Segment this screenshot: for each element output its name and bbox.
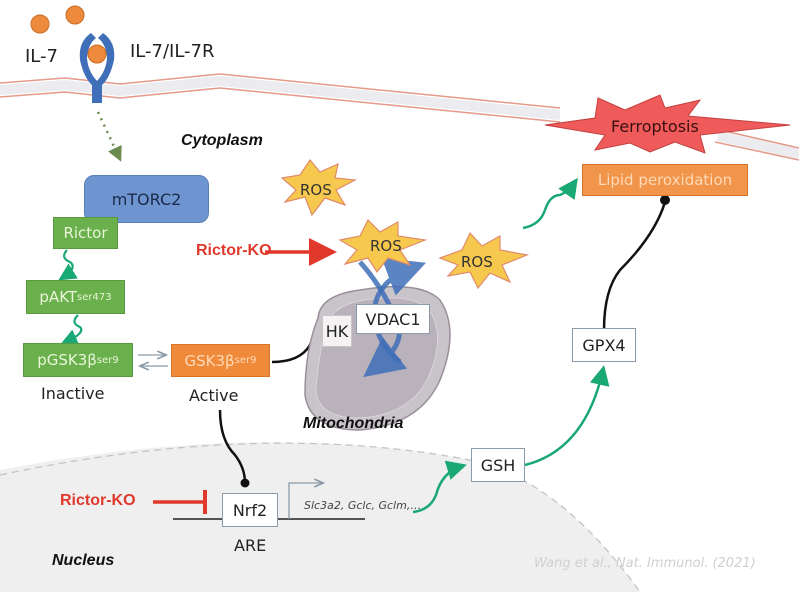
il7-label: IL-7 — [25, 46, 58, 67]
ros-label-1: ROS — [300, 181, 332, 199]
activation-arrow — [412, 460, 467, 514]
nrf2-node: Nrf2 — [222, 493, 278, 527]
transcription-arrow — [288, 483, 322, 519]
rictor-ko-label-2: Rictor-KO — [60, 492, 136, 509]
citation: Wang et al., Nat. Immunol. (2021) — [534, 556, 756, 571]
activation-arrow — [59, 314, 83, 346]
mitochondria-label: Mitochondria — [303, 415, 404, 432]
pgsk3b-subscript: ser9 — [96, 354, 119, 366]
lipid-peroxidation-node: Lipid peroxidation — [582, 164, 748, 196]
pakt-subscript: ser473 — [77, 291, 112, 303]
signal-arrow — [96, 111, 122, 162]
hk-node: HK — [322, 315, 352, 347]
il7-ligand — [30, 14, 50, 34]
receptor-label: IL-7/IL-7R — [130, 41, 215, 62]
ros-star-1 — [280, 158, 358, 217]
activation-arrow — [58, 249, 78, 281]
rictor-node: Rictor — [53, 217, 118, 249]
il7-ligand — [65, 5, 85, 25]
gsk3b-label: GSK3β — [184, 351, 235, 370]
rictor-ko-label-1: Rictor-KO — [196, 242, 272, 259]
activation-arrow — [524, 365, 610, 467]
cell-membrane — [0, 73, 799, 161]
inhibition-line — [218, 409, 247, 484]
ros-label-3: ROS — [461, 253, 493, 271]
pakt-label: pAKT — [39, 288, 78, 306]
target-genes-label: Slc3a2, Gclc, Gclm,… — [304, 499, 422, 512]
il7-receptor — [79, 33, 115, 103]
active-label: Active — [189, 386, 239, 405]
activation-arrow — [522, 177, 578, 230]
gsh-node: GSH — [471, 448, 525, 482]
ros-label-2: ROS — [370, 237, 402, 255]
ros-star-2 — [338, 218, 428, 274]
nuclear-envelope — [0, 442, 641, 592]
inactive-label: Inactive — [41, 384, 105, 403]
cytoplasm-label: Cytoplasm — [181, 132, 263, 149]
mtorc2-node: mTORC2 — [84, 175, 209, 223]
pgsk3b-label: pGSK3β — [37, 351, 97, 369]
are-label: ARE — [234, 536, 267, 555]
ferroptosis-burst — [544, 94, 791, 154]
nucleus-label: Nucleus — [52, 552, 115, 569]
ferroptosis-label: Ferroptosis — [611, 117, 699, 136]
ros-star-3 — [438, 231, 530, 290]
inhibition-line — [602, 201, 667, 331]
vdac1-node: VDAC1 — [356, 304, 430, 334]
gsk3b-subscript: ser9 — [234, 355, 257, 366]
gpx4-node: GPX4 — [572, 328, 636, 362]
